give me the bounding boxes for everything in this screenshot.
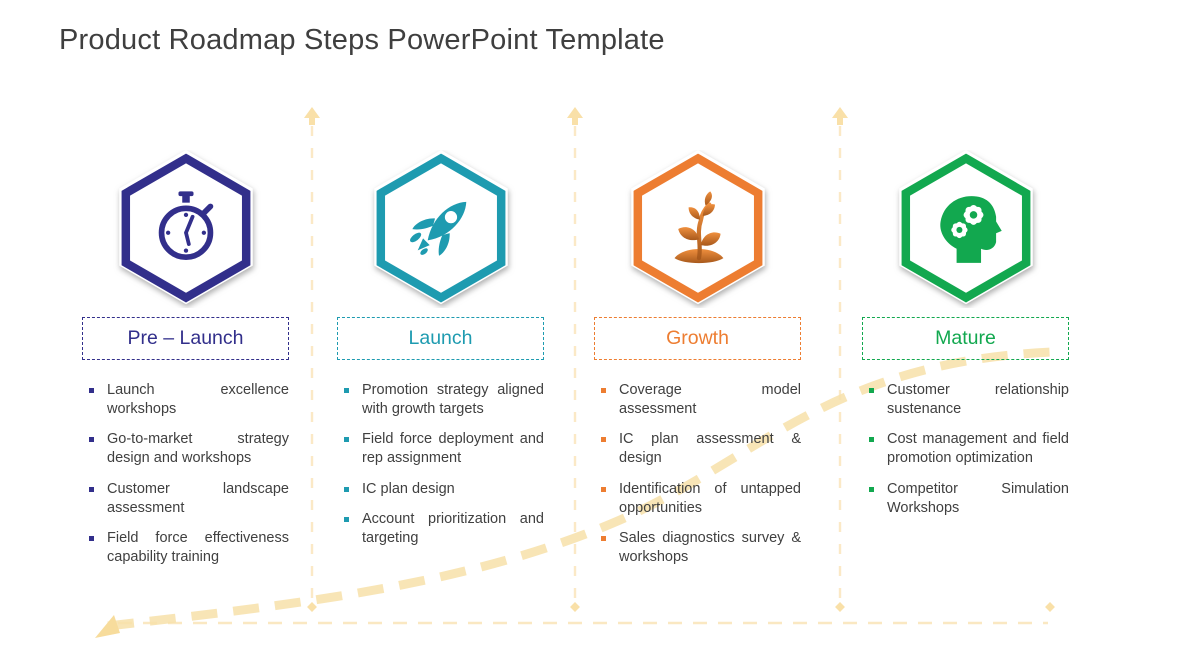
hexagon-launch xyxy=(361,150,521,308)
list-item: Identification of untapped opportunities xyxy=(594,480,801,518)
square-bullet-icon xyxy=(601,388,606,393)
square-bullet-icon xyxy=(869,486,874,492)
list-item: IC plan assessment & design xyxy=(594,430,801,468)
column-growth: Growth Coverage model assessment IC plan… xyxy=(594,150,801,578)
list-item: Launch excellence workshops xyxy=(82,381,289,419)
square-bullet-icon xyxy=(869,388,874,393)
square-bullet-icon xyxy=(344,486,349,492)
bullet-list-launch: Promotion strategy aligned with growth t… xyxy=(337,381,544,548)
square-bullet-icon xyxy=(601,437,606,443)
phase-label: Growth xyxy=(666,327,729,349)
column-launch: Launch Promotion strategy aligned with g… xyxy=(337,150,544,559)
column-pre-launch: Pre – Launch Launch excellence workshops… xyxy=(82,150,289,578)
list-item: Field force deployment and rep assignmen… xyxy=(337,430,544,468)
square-bullet-icon xyxy=(89,388,94,393)
phase-header-mature: Mature xyxy=(862,317,1069,360)
bullet-list-mature: Customer relationship sustenance Cost ma… xyxy=(862,381,1069,518)
head-gears-icon xyxy=(939,196,1002,263)
square-bullet-icon xyxy=(89,437,94,443)
page-title: Product Roadmap Steps PowerPoint Templat… xyxy=(59,24,665,56)
list-item: Account prioritization and targeting xyxy=(337,510,544,548)
phase-header-launch: Launch xyxy=(337,317,544,360)
square-bullet-icon xyxy=(869,437,874,443)
square-bullet-icon xyxy=(344,516,349,522)
curve-arrow-icon xyxy=(95,615,120,638)
square-bullet-icon xyxy=(601,486,606,492)
square-bullet-icon xyxy=(601,535,606,541)
phase-label: Pre – Launch xyxy=(127,327,244,349)
bullet-list-pre-launch: Launch excellence workshops Go-to-market… xyxy=(82,381,289,567)
square-bullet-icon xyxy=(89,535,94,541)
column-mature: Mature Customer relationship sustenance … xyxy=(862,150,1069,529)
list-item: IC plan design xyxy=(337,480,544,499)
list-item: Go-to-market strategy design and worksho… xyxy=(82,430,289,468)
stopwatch-icon xyxy=(158,191,213,261)
list-item: Promotion strategy aligned with growth t… xyxy=(337,381,544,419)
phase-header-pre-launch: Pre – Launch xyxy=(82,317,289,360)
list-item: Field force effectiveness capability tra… xyxy=(82,529,289,567)
list-item: Customer landscape assessment xyxy=(82,480,289,518)
list-item: Coverage model assessment xyxy=(594,381,801,419)
list-item: Competitor Simulation Workshops xyxy=(862,480,1069,518)
list-item: Sales diagnostics survey & workshops xyxy=(594,529,801,567)
phase-label: Mature xyxy=(935,327,996,349)
square-bullet-icon xyxy=(344,388,349,393)
bullet-list-growth: Coverage model assessment IC plan assess… xyxy=(594,381,801,567)
list-item: Cost management and field promotion opti… xyxy=(862,430,1069,468)
phase-label: Launch xyxy=(408,327,473,349)
plant-sprout-icon xyxy=(673,191,723,264)
hexagon-mature xyxy=(886,150,1046,308)
rocket-icon xyxy=(409,201,466,256)
phase-header-growth: Growth xyxy=(594,317,801,360)
square-bullet-icon xyxy=(89,486,94,492)
list-item: Customer relationship sustenance xyxy=(862,381,1069,419)
square-bullet-icon xyxy=(344,437,349,443)
hexagon-pre-launch xyxy=(106,150,266,308)
hexagon-growth xyxy=(618,150,778,308)
